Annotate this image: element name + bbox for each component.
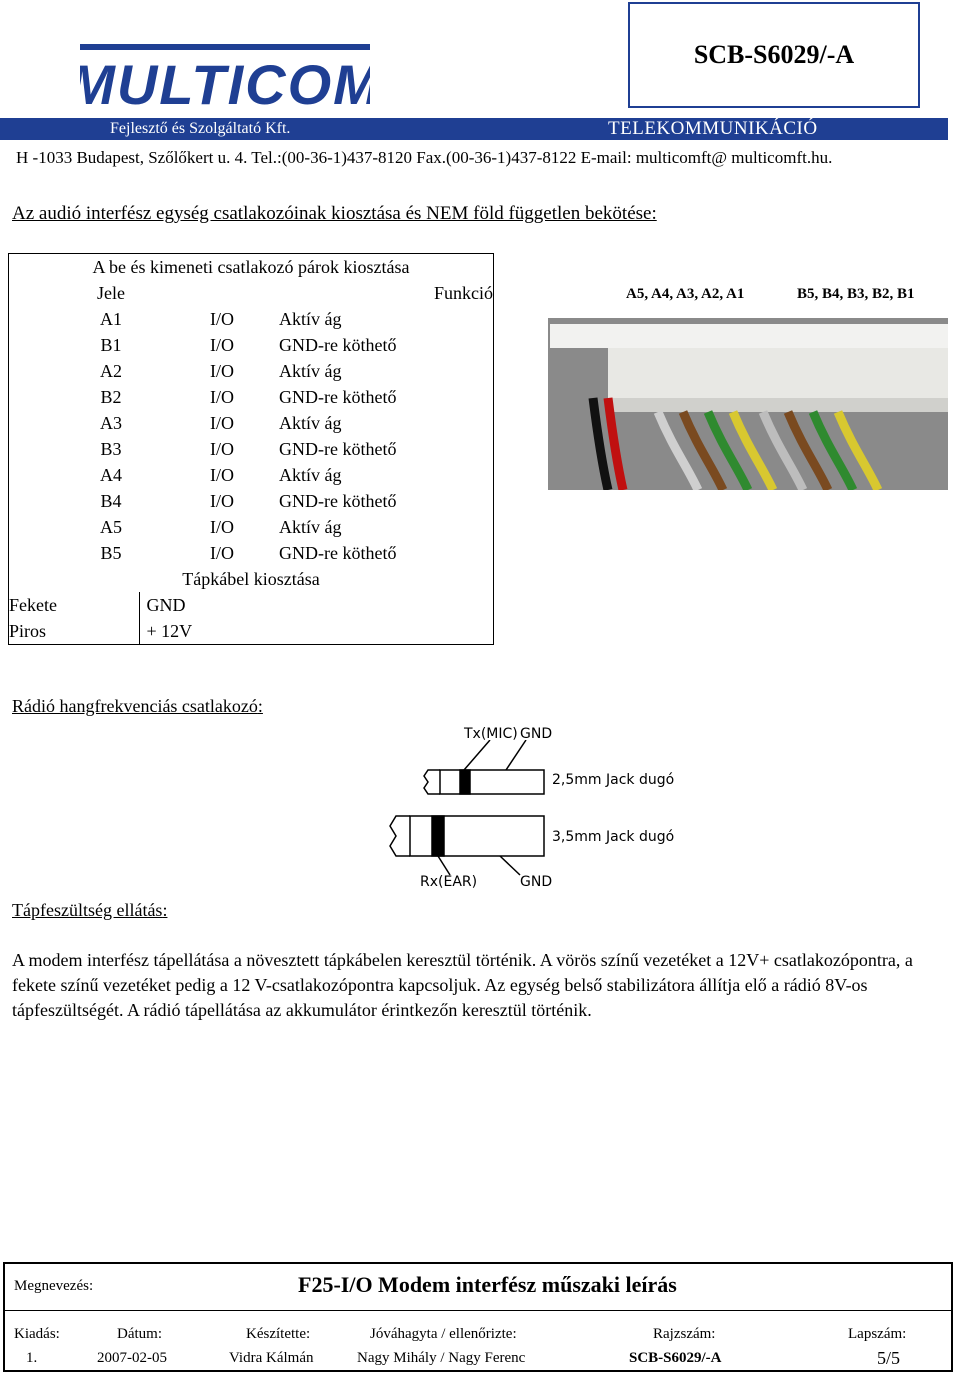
jack-gnd-top-label: GND: [520, 726, 553, 742]
doc-code: SCB-S6029/-A: [693, 40, 855, 69]
jack-gnd-bottom-label: GND: [520, 874, 553, 890]
power-wire: Fekete: [8, 592, 141, 618]
pin-io: I/O: [209, 413, 234, 433]
pin-row: B1 I/O GND-re köthető: [9, 332, 494, 358]
company-address: H -1033 Budapest, Szőlőkert u. 4. Tel.:(…: [16, 148, 833, 167]
footer-label-keszitette: Készítette:: [246, 1326, 311, 1342]
footer-title: F25-I/O Modem interfész műszaki leírás: [298, 1272, 677, 1297]
pin-io: I/O: [209, 543, 234, 563]
company-logo: MULTICOM: [80, 44, 370, 116]
pin-function: GND-re köthető: [278, 543, 397, 563]
pin-io: I/O: [209, 517, 234, 537]
department-name: TELEKOMMUNIKÁCIÓ: [608, 118, 818, 139]
pin-id: A5: [99, 517, 122, 537]
footer-value-kiadas: 1.: [26, 1350, 38, 1366]
jack-diagram: [389, 740, 545, 876]
pin-io: I/O: [209, 465, 234, 485]
pin-function: GND-re köthető: [278, 335, 397, 355]
footer-divider: [5, 1310, 951, 1311]
title-block: Megnevezés: F25-I/O Modem interfész műsz…: [3, 1262, 953, 1372]
col-funkcio: Funkció: [433, 283, 493, 303]
footer-value-keszitette: Vidra Kálmán: [229, 1350, 314, 1366]
footer-value-lapszam: 5/5: [877, 1348, 901, 1368]
pin-id: A4: [99, 465, 122, 485]
connector-photo: [548, 318, 948, 490]
pin-table: A be és kimeneti csatlakozó párok kioszt…: [8, 253, 494, 645]
footer-value-rajzszam: SCB-S6029/-A: [629, 1350, 722, 1366]
pin-id: A1: [99, 309, 122, 329]
pin-id: B3: [100, 439, 122, 459]
pin-row: A3 I/O Aktív ág: [9, 410, 494, 436]
pin-row: B3 I/O GND-re köthető: [9, 436, 494, 462]
jack-3-5-label: 3,5mm Jack dugó: [552, 829, 675, 845]
footer-value-datum: 2007-02-05: [97, 1350, 167, 1366]
pin-id: B5: [100, 543, 122, 563]
pin-io: I/O: [209, 387, 234, 407]
pin-function: Aktív ág: [278, 309, 342, 329]
footer-value-jovahagyta: Nagy Mihály / Nagy Ferenc: [357, 1350, 526, 1366]
radio-section-title: Rádió hangfrekvenciás csatlakozó:: [12, 696, 263, 716]
section-heading: Az audió interfész egység csatlakozóinak…: [12, 203, 657, 224]
col-jele: Jele: [96, 283, 125, 303]
pin-io: I/O: [209, 335, 234, 355]
pin-io: I/O: [209, 491, 234, 511]
pin-function: Aktív ág: [278, 465, 342, 485]
pin-id: B2: [100, 387, 122, 407]
footer-label-datum: Dátum:: [117, 1326, 162, 1342]
pin-function: GND-re köthető: [278, 387, 397, 407]
power-title: Tápkábel kiosztása: [182, 569, 320, 589]
pin-function: GND-re köthető: [278, 491, 397, 511]
pin-id: B4: [100, 491, 122, 511]
pin-row: A1 I/O Aktív ág: [9, 306, 494, 332]
footer-megnevezes-label: Megnevezés:: [14, 1278, 94, 1294]
pin-function: Aktív ág: [278, 361, 342, 381]
pin-id: A2: [99, 361, 122, 381]
pin-function: GND-re köthető: [278, 439, 397, 459]
jack-2-5-label: 2,5mm Jack dugó: [552, 772, 675, 788]
company-name: Fejlesztő és Szolgáltató Kft.: [110, 120, 291, 137]
pin-row: A5 I/O Aktív ág: [9, 514, 494, 540]
power-value: + 12V: [146, 621, 193, 641]
pin-io: I/O: [209, 309, 234, 329]
power-paragraph: A modem interfész tápellátása a növeszte…: [12, 950, 913, 1020]
pin-id: A3: [99, 413, 122, 433]
jack-tx-label: Tx(MIC): [464, 726, 518, 742]
pin-io: I/O: [209, 439, 234, 459]
pin-table-title: A be és kimeneti csatlakozó párok kioszt…: [92, 257, 410, 277]
pin-function: Aktív ág: [278, 517, 342, 537]
power-value: GND: [146, 595, 186, 615]
connector-label-a: A5, A4, A3, A2, A1: [626, 286, 745, 302]
footer-label-rajzszam: Rajzszám:: [653, 1326, 716, 1342]
pin-row: B2 I/O GND-re köthető: [9, 384, 494, 410]
header-bar: [0, 118, 948, 140]
connector-label-b: B5, B4, B3, B2, B1: [797, 286, 915, 302]
footer-label-kiadas: Kiadás:: [14, 1326, 60, 1342]
pin-row: A4 I/O Aktív ág: [9, 462, 494, 488]
pin-io: I/O: [209, 361, 234, 381]
pin-row: B4 I/O GND-re köthető: [9, 488, 494, 514]
pin-row: A2 I/O Aktív ág: [9, 358, 494, 384]
power-section-title: Tápfeszültség ellátás:: [12, 900, 168, 920]
footer-label-jovahagyta: Jóváhagyta / ellenőrizte:: [370, 1326, 517, 1342]
power-wire: Piros: [8, 618, 141, 645]
pin-id: B1: [100, 335, 122, 355]
footer-label-lapszam: Lapszám:: [848, 1326, 907, 1342]
logo-text: MULTICOM: [80, 53, 370, 116]
pin-row: B5 I/O GND-re köthető: [9, 540, 494, 566]
jack-rx-label: Rx(EAR): [420, 874, 478, 890]
doc-code-box: SCB-S6029/-A: [628, 2, 920, 108]
pin-function: Aktív ág: [278, 413, 342, 433]
